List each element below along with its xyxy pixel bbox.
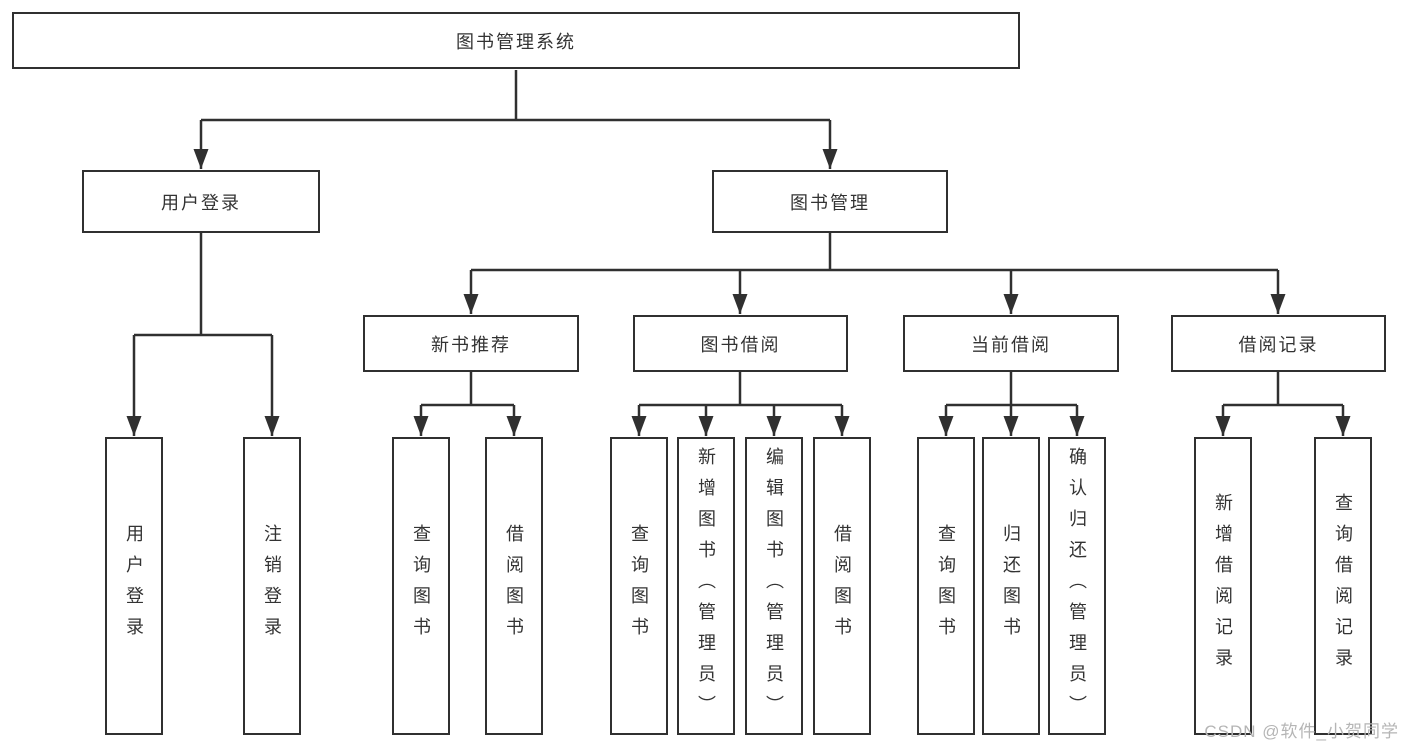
node-borrow-books-recommend: 借阅图书 <box>485 437 543 735</box>
connector-book-management <box>463 233 1286 314</box>
connector-current-borrowing <box>938 372 1085 436</box>
node-borrowing-records: 借阅记录 <box>1171 315 1386 372</box>
node-current-borrowing: 当前借阅 <box>903 315 1119 372</box>
node-return-books: 归还图书 <box>982 437 1040 735</box>
node-query-borrow-record: 查询借阅记录 <box>1314 437 1372 735</box>
node-borrow-books-borrowing: 借阅图书 <box>813 437 871 735</box>
node-edit-book-admin: 编辑图书（管理员） <box>745 437 803 735</box>
node-new-book-recommendation: 新书推荐 <box>363 315 579 372</box>
connector-borrowing-records <box>1215 372 1351 436</box>
node-user-login: 用户登录 <box>82 170 320 233</box>
node-query-books-recommend: 查询图书 <box>392 437 450 735</box>
node-add-borrow-record: 新增借阅记录 <box>1194 437 1252 735</box>
connector-new-book-recommendation <box>413 372 522 436</box>
node-user-login-leaf: 用户登录 <box>105 437 163 735</box>
node-query-books-borrowing: 查询图书 <box>610 437 668 735</box>
node-query-books-current: 查询图书 <box>917 437 975 735</box>
node-book-management: 图书管理 <box>712 170 948 233</box>
node-add-book-admin: 新增图书（管理员） <box>677 437 735 735</box>
node-logout: 注销登录 <box>243 437 301 735</box>
connector-book-borrowing <box>631 372 850 436</box>
node-confirm-return-admin: 确认归还（管理员） <box>1048 437 1106 735</box>
node-library-management-system: 图书管理系统 <box>12 12 1020 69</box>
connector-user-login <box>126 233 280 436</box>
node-book-borrowing: 图书借阅 <box>633 315 848 372</box>
connector-root <box>193 70 838 169</box>
watermark-text: CSDN @软件_小贺同学 <box>1204 722 1399 741</box>
